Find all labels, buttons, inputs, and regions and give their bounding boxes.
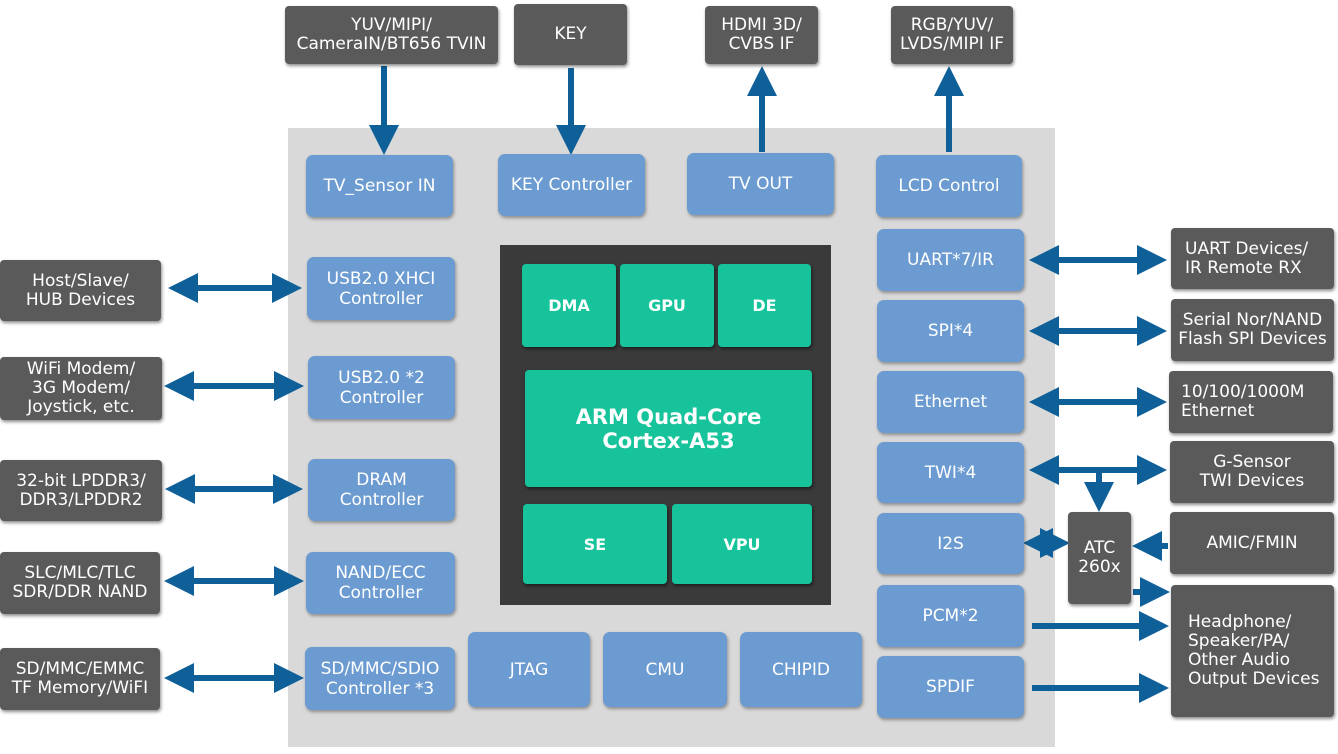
audio-output-devices: Headphone/ Speaker/PA/ Other Audio Outpu… [1171,585,1334,717]
lcd-interface: RGB/YUV/ LVDS/MIPI IF [891,6,1013,64]
tvin-interface: YUV/MIPI/ CameraIN/BT656 TVIN [285,6,498,64]
host-slave-hub-devices: Host/Slave/ HUB Devices [0,260,161,321]
hdmi-cvbs-interface: HDMI 3D/ CVBS IF [705,6,818,64]
usb2-controller-block: USB2.0 *2 Controller [308,356,455,419]
i2s-block: I2S [877,513,1024,574]
amic-fmin-input: AMIC/FMIN [1170,512,1334,574]
spi-flash-devices: Serial Nor/NAND Flash SPI Devices [1171,299,1334,361]
wifi-modem-devices: WiFi Modem/ 3G Modem/ Joystick, etc. [0,357,162,420]
uart-block: UART*7/IR [877,229,1024,291]
spi-block: SPI*4 [877,300,1024,362]
tv-sensor-in-block: TV_Sensor IN [306,155,453,217]
vpu-unit: VPU [672,504,812,584]
de-unit: DE [718,264,811,347]
pcm-block: PCM*2 [877,585,1024,647]
key-input: KEY [514,4,627,65]
lcd-control-block: LCD Control [876,155,1022,217]
dram-controller-block: DRAM Controller [308,459,455,521]
tv-out-block: TV OUT [687,153,834,215]
nand-controller-block: NAND/ECC Controller [306,552,455,614]
arm-cortex-a53-unit: ARM Quad-Core Cortex-A53 [525,370,812,487]
se-unit: SE [523,504,667,584]
ethernet-block: Ethernet [877,371,1024,433]
spdif-block: SPDIF [877,656,1024,718]
uart-ir-devices: UART Devices/ IR Remote RX [1171,228,1334,289]
ethernet-phy: 10/100/1000M Ethernet [1169,371,1333,433]
jtag-block: JTAG [468,632,590,707]
chipid-block: CHIPID [740,632,862,707]
cmu-block: CMU [603,632,727,707]
dma-unit: DMA [522,264,616,347]
g-sensor-twi-devices: G-Sensor TWI Devices [1170,441,1334,503]
dram-memory: 32-bit LPDDR3/ DDR3/LPDDR2 [0,460,162,521]
sd-mmc-memory: SD/MMC/EMMC TF Memory/WiFI [0,648,160,710]
atc-260x-chip: ATC 260x [1068,512,1131,604]
usb-xhci-controller-block: USB2.0 XHCI Controller [307,257,455,320]
twi-block: TWI*4 [877,442,1024,503]
gpu-unit: GPU [620,264,714,347]
nand-memory: SLC/MLC/TLC SDR/DDR NAND [0,552,160,614]
key-controller-block: KEY Controller [498,154,645,216]
sdmmc-controller-block: SD/MMC/SDIO Controller *3 [305,647,455,710]
